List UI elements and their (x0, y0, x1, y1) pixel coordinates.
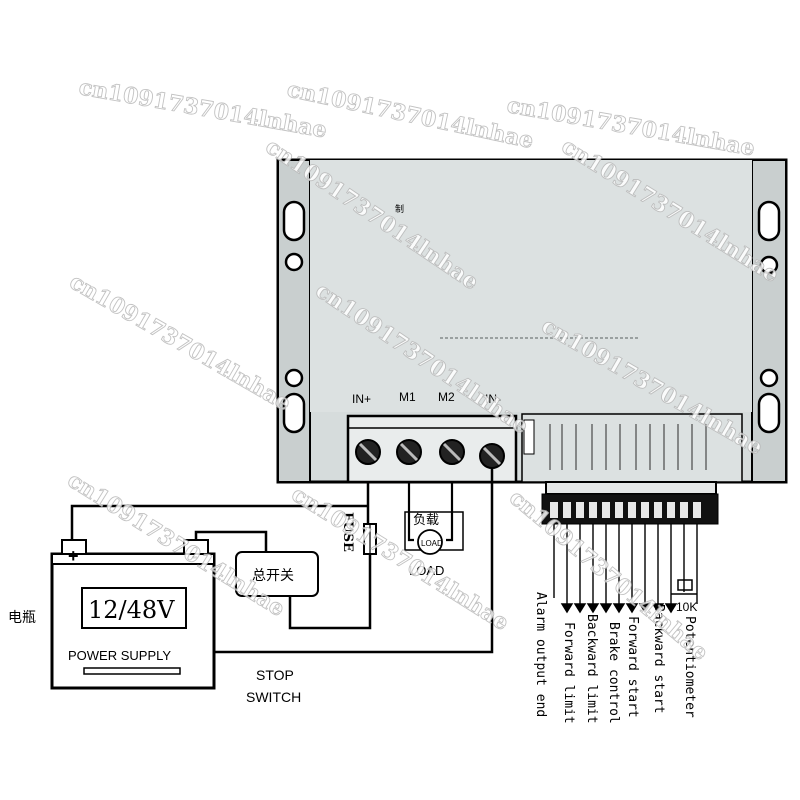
terminal-screw-in-minus (479, 443, 505, 469)
power-terminal-block (346, 414, 518, 484)
battery-voltage: 12/48V (88, 596, 175, 624)
terminal-label-m2: M2 (438, 390, 455, 404)
fuse (363, 523, 377, 555)
svg-text:cn1091737014lnhae: cn1091737014lnhae (287, 481, 514, 636)
terminal-screw-m2 (439, 439, 465, 465)
mounting-hole-left-bottom (282, 368, 306, 434)
battery-side-label: 电瓶 (8, 609, 36, 625)
potentiometer-symbol (671, 579, 697, 595)
signal-label-alarm-output-end: Alarm output end (533, 592, 548, 717)
signal-label-potentiometer: Potentiometer (682, 616, 697, 718)
svg-text:cn1091737014lnhae: cn1091737014lnhae (65, 269, 295, 417)
control-wires (553, 524, 698, 614)
svg-text:LOAD: LOAD (421, 539, 443, 548)
potentiometer-value: 10K (676, 600, 697, 614)
svg-text:制: 制 (395, 203, 404, 214)
mounting-hole-right-top (757, 200, 781, 275)
signal-label-forward-limit: Forward limit (561, 622, 576, 724)
load-motor: LOAD (417, 529, 443, 555)
main-switch (235, 551, 319, 597)
terminal-screw-m1 (396, 439, 422, 465)
battery (50, 539, 216, 690)
stop-switch-caption-line1: STOP (256, 667, 294, 683)
main-switch-label: 总开关 (252, 567, 294, 583)
battery-minus-sign: - (192, 546, 198, 566)
control-port-label-strip (521, 413, 743, 483)
signal-label-forward-start: Forward start (625, 616, 640, 718)
fuse-label: FUSE (340, 512, 355, 552)
signal-label-backward-start: Backward start (651, 604, 666, 714)
battery-caption: POWER SUPPLY (68, 648, 171, 663)
terminal-label-in-minus: IN- (485, 392, 501, 406)
control-connector (541, 481, 719, 525)
battery-plus-sign: + (68, 546, 79, 566)
load-label-en: LOAD (409, 563, 444, 578)
terminal-screw-in-plus (355, 439, 381, 465)
svg-text:cn1091737014lnhae: cn1091737014lnhae (505, 92, 757, 161)
signal-label-backward-limit: Backward limit (584, 614, 599, 724)
controller-housing: 制 (276, 158, 788, 484)
stop-switch-caption-line2: SWITCH (246, 689, 301, 705)
terminal-label-m1: M1 (399, 390, 416, 404)
signal-label-brake-control: Brake control (606, 622, 621, 724)
load-label-cn: 负载 (413, 512, 439, 527)
mounting-hole-right-bottom (757, 368, 781, 434)
terminal-label-in-plus: IN+ (352, 392, 371, 406)
battery-positive-terminal (61, 539, 87, 555)
battery-negative-terminal (183, 539, 209, 555)
mounting-hole-left-top (282, 200, 306, 272)
